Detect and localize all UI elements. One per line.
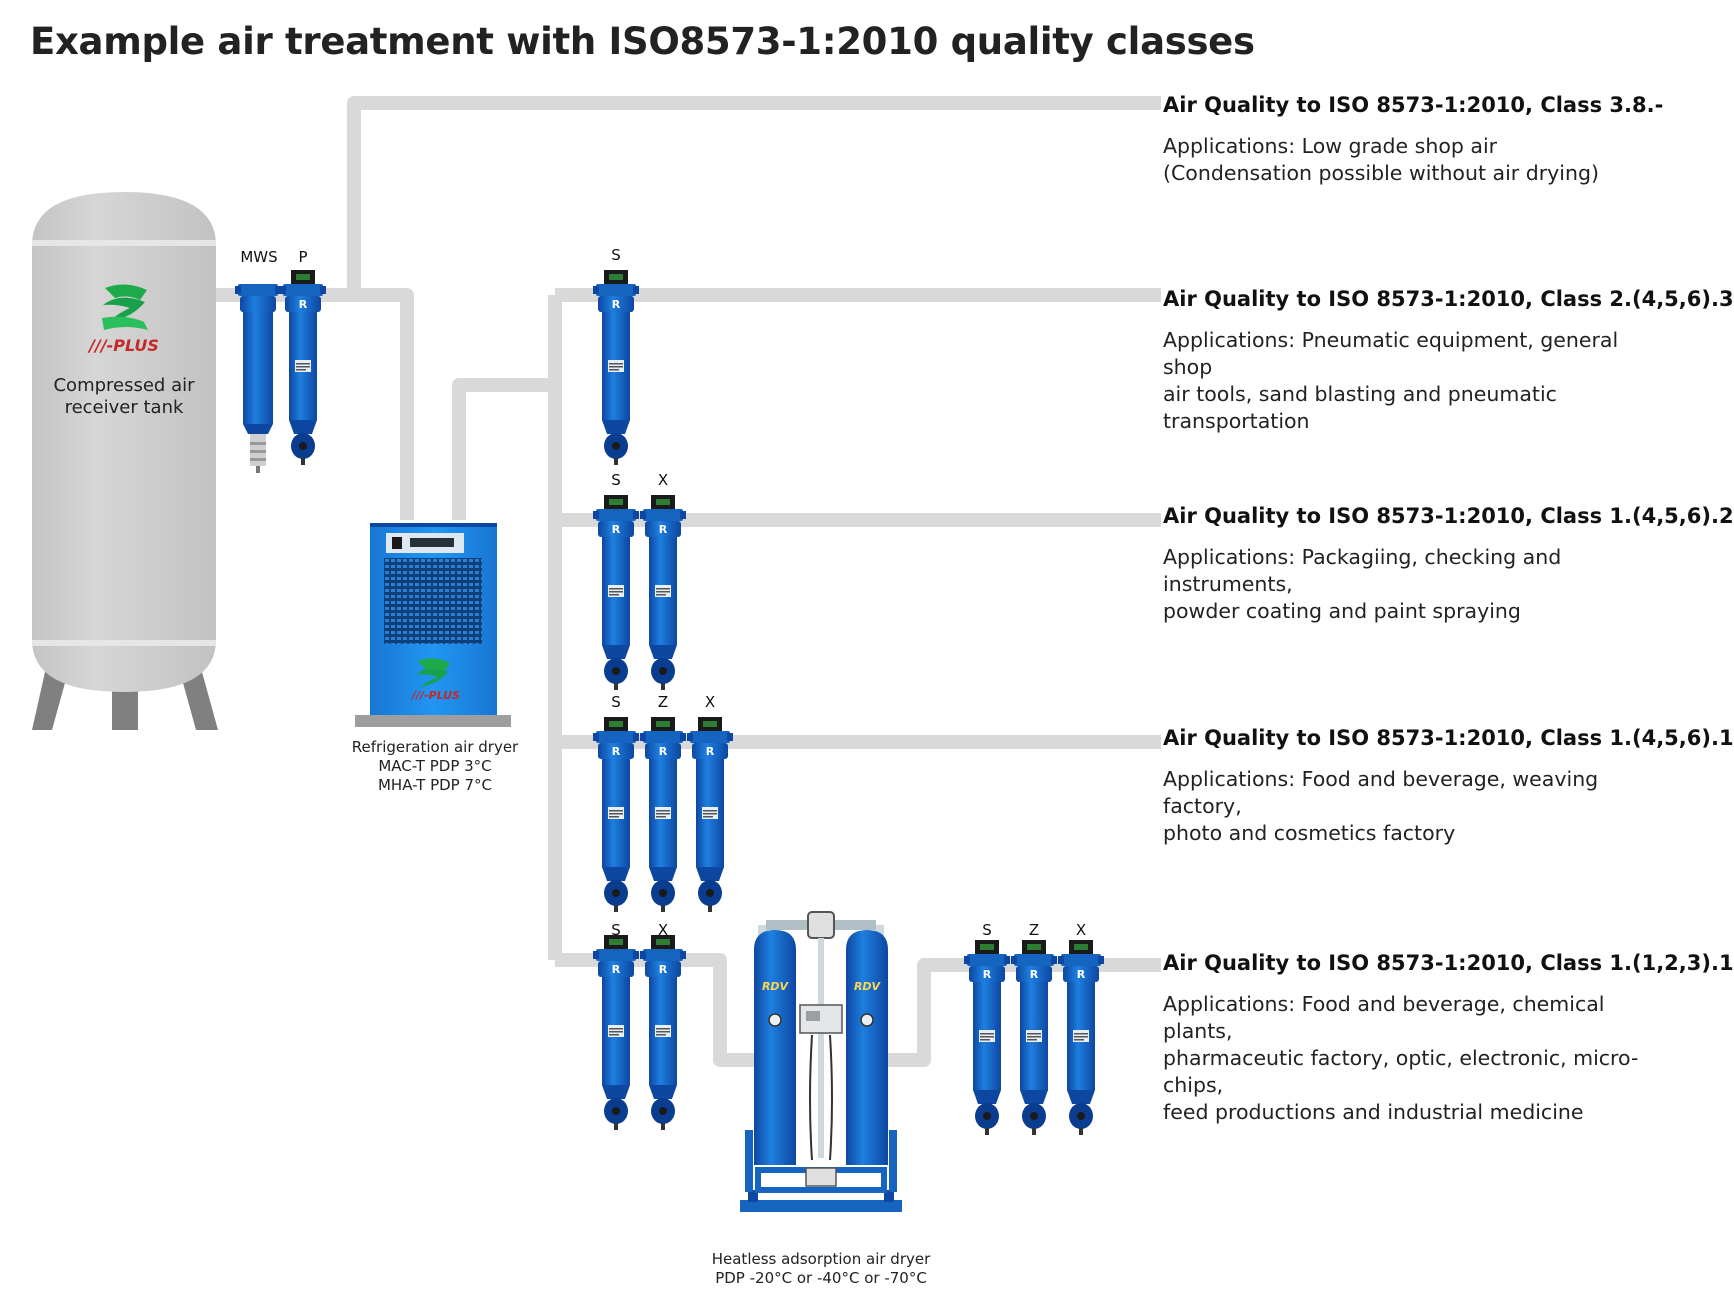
filter-mws xyxy=(235,284,281,473)
filter-label-s: S xyxy=(982,921,992,939)
filter-s-class1-1 xyxy=(593,717,639,912)
m-plus-logo-icon xyxy=(416,658,450,687)
filter-x-class1-1 xyxy=(687,717,733,912)
filter-s-class1-123 xyxy=(593,935,639,1130)
quality-class-block: Air Quality to ISO 8573-1:2010, Class 1.… xyxy=(1163,504,1734,625)
m-plus-logo-icon xyxy=(102,284,148,330)
quality-class-block: Air Quality to ISO 8573-1:2010, Class 1.… xyxy=(1163,726,1734,847)
quality-class-heading: Air Quality to ISO 8573-1:2010, Class 3.… xyxy=(1163,93,1664,117)
refrigeration-dryer-caption-line3: MHA-T PDP 7°C xyxy=(377,776,493,794)
refrigeration-dryer-caption: Refrigeration air dryer MAC-T PDP 3°C MH… xyxy=(340,738,530,795)
filter-label-s: S xyxy=(611,693,621,711)
quality-class-applications: Applications: Packagiing, checking and i… xyxy=(1163,544,1673,625)
filter-label-s: S xyxy=(611,246,621,264)
filter-label-x: X xyxy=(657,921,669,939)
filter-label-z: Z xyxy=(657,693,669,711)
svg-text:RDV: RDV xyxy=(854,980,882,993)
refrigeration-dryer-caption-line2: MAC-T PDP 3°C xyxy=(378,757,492,775)
filter-label-s: S xyxy=(611,471,621,489)
tank-caption-line2: receiver tank xyxy=(64,397,184,418)
applications-line: Applications: Low grade shop air xyxy=(1163,134,1498,158)
filter-label-z: Z xyxy=(1028,921,1040,939)
filter-z-post-dryer xyxy=(1011,940,1057,1135)
filter-label-x: X xyxy=(1075,921,1087,939)
receiver-tank xyxy=(32,192,218,730)
filter-label-s: S xyxy=(611,921,621,939)
quality-class-block: Air Quality to ISO 8573-1:2010, Class 2.… xyxy=(1163,287,1734,435)
adsorption-dryer-caption-line2: PDP -20°C or -40°C or -70°C xyxy=(715,1269,927,1287)
applications-line: powder coating and paint spraying xyxy=(1163,599,1521,623)
filter-label-x: X xyxy=(704,693,716,711)
tank-logo-text: ///-PLUS xyxy=(89,336,159,355)
pipework xyxy=(212,96,1161,1067)
filter-p xyxy=(280,270,326,465)
applications-line: Applications: Packagiing, checking and i… xyxy=(1163,545,1562,596)
applications-line: Applications: Food and beverage, weaving… xyxy=(1163,767,1599,818)
heatless-adsorption-air-dryer: RDV RDV xyxy=(740,911,902,1212)
quality-class-block: Air Quality to ISO 8573-1:2010, Class 1.… xyxy=(1163,951,1734,1126)
dryer-logo-text: ///-PLUS xyxy=(412,689,460,702)
filter-x-post-dryer xyxy=(1058,940,1104,1135)
filter-label-mws: MWS xyxy=(240,248,278,266)
filter-x-class1-2 xyxy=(640,495,686,690)
applications-line: feed productions and industrial medicine xyxy=(1163,1100,1584,1124)
applications-line: (Condensation possible without air dryin… xyxy=(1163,161,1599,185)
page-title: Example air treatment with ISO8573-1:201… xyxy=(30,20,1255,63)
quality-class-heading: Air Quality to ISO 8573-1:2010, Class 2.… xyxy=(1163,287,1734,311)
filter-label-p: P xyxy=(298,248,308,266)
filter-z-class1-1 xyxy=(640,717,686,912)
applications-line: air tools, sand blasting and pneumatic t… xyxy=(1163,382,1557,433)
quality-class-block: Air Quality to ISO 8573-1:2010, Class 3.… xyxy=(1163,93,1673,187)
filter-s-class1-2 xyxy=(593,495,639,690)
quality-class-heading: Air Quality to ISO 8573-1:2010, Class 1.… xyxy=(1163,504,1734,528)
tank-caption-line1: Compressed air xyxy=(53,375,195,396)
air-treatment-diagram: R xyxy=(32,96,1161,1212)
refrigeration-air-dryer xyxy=(355,523,511,727)
svg-text:RDV: RDV xyxy=(762,980,790,993)
quality-class-applications: Applications: Food and beverage, weaving… xyxy=(1163,766,1673,847)
filter-x-class1-123 xyxy=(640,935,686,1130)
quality-class-heading: Air Quality to ISO 8573-1:2010, Class 1.… xyxy=(1163,726,1734,750)
filter-s-post-dryer xyxy=(964,940,1010,1135)
quality-class-applications: Applications: Low grade shop air (Conden… xyxy=(1163,133,1673,187)
refrigeration-dryer-caption-line1: Refrigeration air dryer xyxy=(351,738,519,756)
applications-line: Applications: Pneumatic equipment, gener… xyxy=(1163,328,1619,379)
adsorption-dryer-caption: Heatless adsorption air dryer PDP -20°C … xyxy=(700,1250,942,1288)
filter-label-x: X xyxy=(657,471,669,489)
quality-class-applications: Applications: Pneumatic equipment, gener… xyxy=(1163,327,1673,435)
applications-line: pharmaceutic factory, optic, electronic,… xyxy=(1163,1046,1639,1097)
applications-line: photo and cosmetics factory xyxy=(1163,821,1456,845)
tank-caption: Compressed air receiver tank xyxy=(34,375,214,419)
adsorption-dryer-caption-line1: Heatless adsorption air dryer xyxy=(711,1250,931,1268)
applications-line: Applications: Food and beverage, chemica… xyxy=(1163,992,1605,1043)
quality-class-heading: Air Quality to ISO 8573-1:2010, Class 1.… xyxy=(1163,951,1734,975)
filter-s-class2 xyxy=(593,270,639,465)
quality-class-applications: Applications: Food and beverage, chemica… xyxy=(1163,991,1673,1126)
